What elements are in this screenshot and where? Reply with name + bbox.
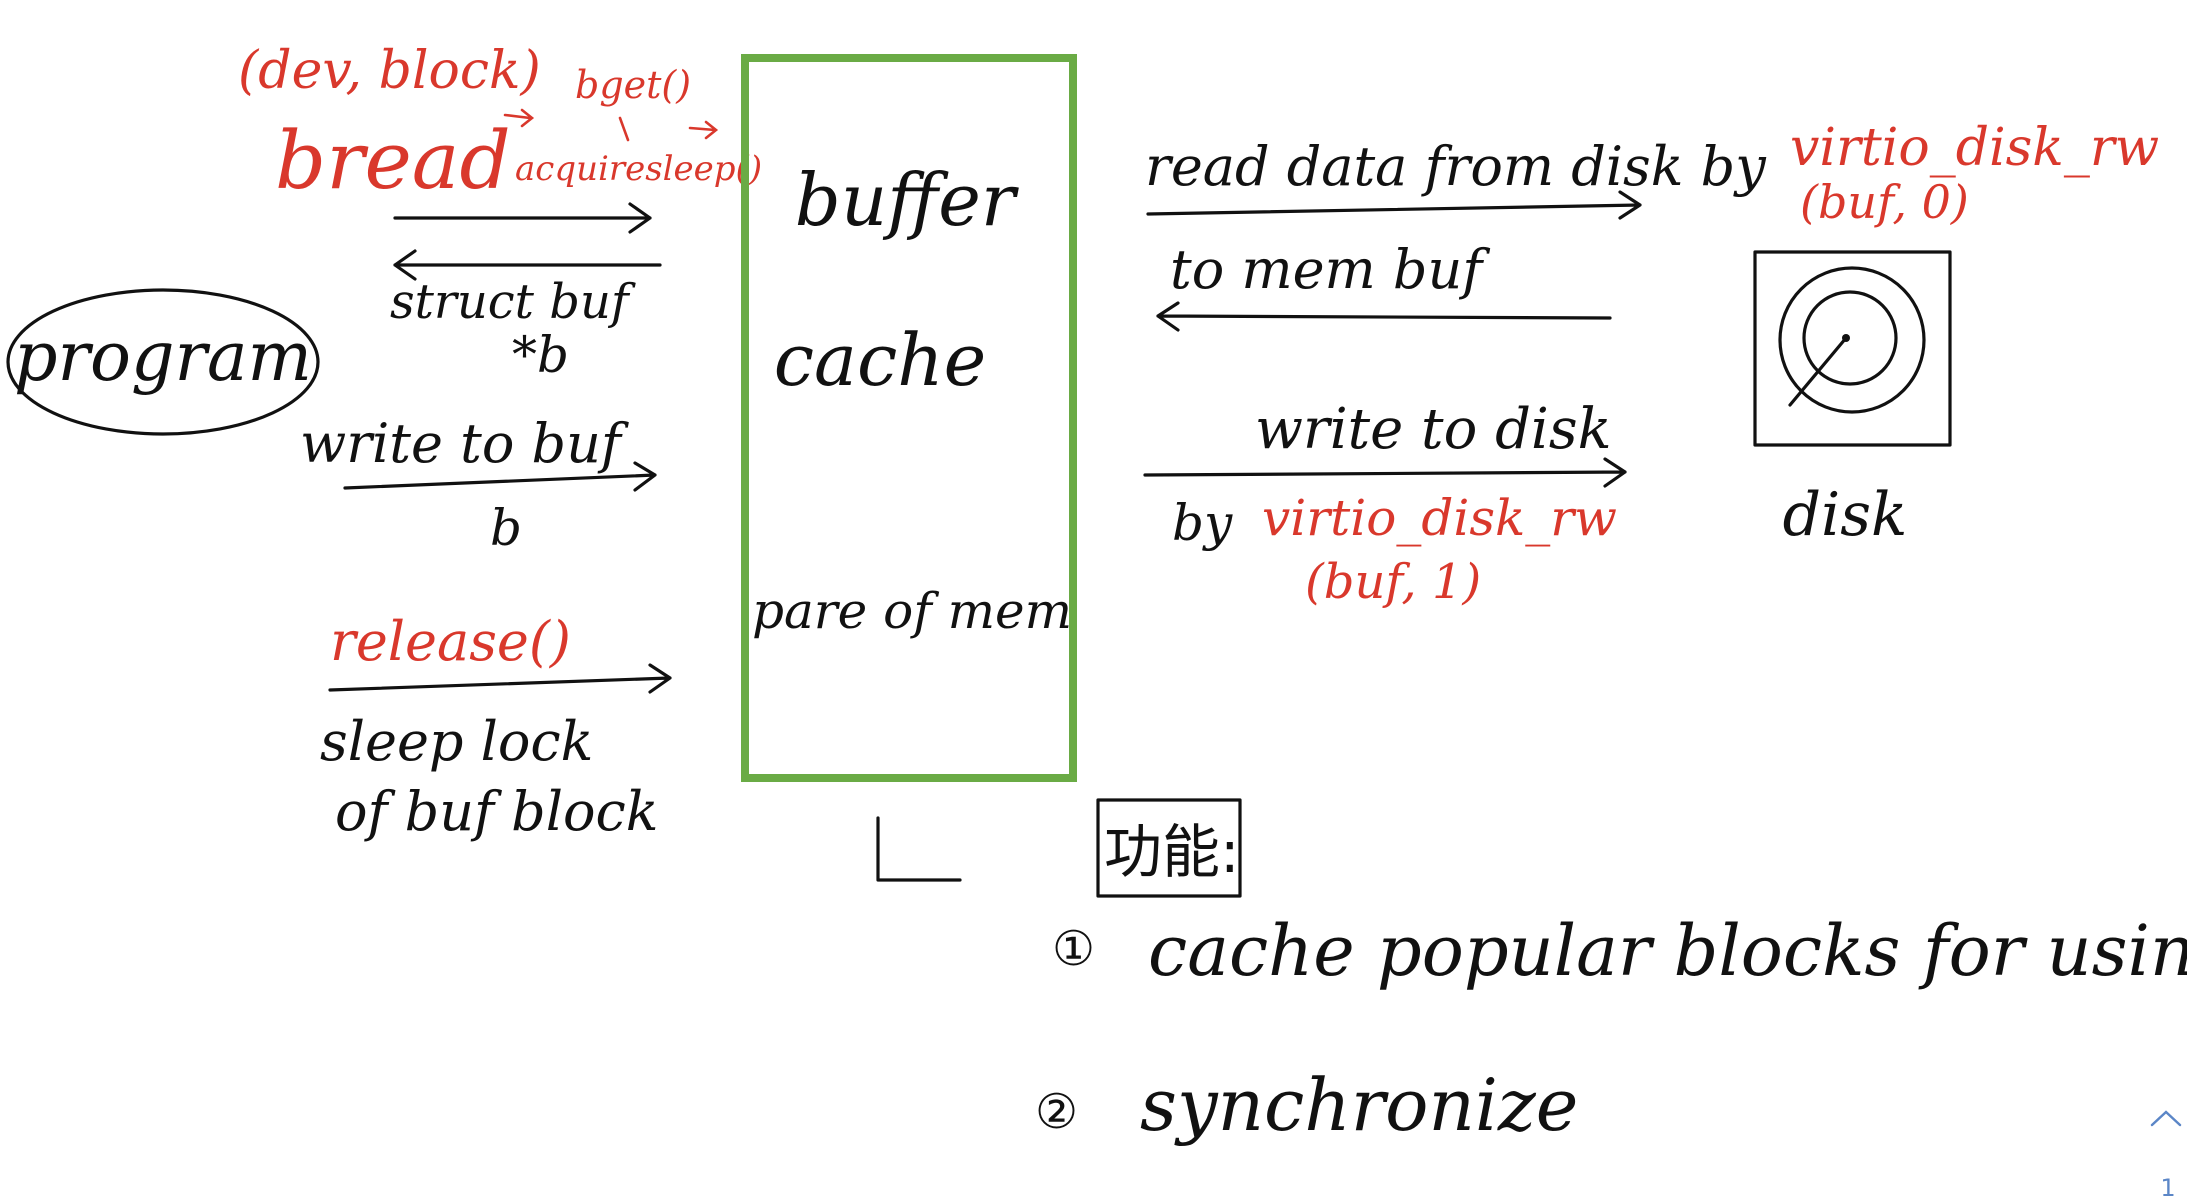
- acquire-sleep-label: acquiresleep(): [515, 149, 762, 189]
- read-disk-func: virtio_disk_rw: [1790, 118, 2159, 178]
- write-buf-var: b: [490, 499, 522, 557]
- write-to-buf-label: write to buf: [300, 412, 629, 475]
- to-mem-buf-label: to mem buf: [1170, 238, 1490, 301]
- disk-icon: [1778, 266, 1926, 414]
- bget-label: bget(): [575, 63, 691, 107]
- read-disk-args: (buf, 0): [1800, 175, 1969, 229]
- write-disk-func: virtio_disk_rw: [1262, 489, 1617, 547]
- arrow-from-bget: [688, 120, 719, 140]
- bread-args: (dev, block): [238, 41, 541, 101]
- arrow-bread-request: [393, 202, 652, 234]
- page-number: 1: [2160, 1174, 2175, 1200]
- bread-call: (dev, block) bread bget() acquiresleep(): [238, 41, 762, 207]
- arrow-write-buf: [343, 461, 657, 492]
- bread-name: bread: [275, 114, 511, 207]
- buf-block-label: of buf block: [335, 780, 658, 843]
- write-disk-by: by: [1172, 494, 1233, 552]
- item1-marker: ①: [1052, 921, 1095, 977]
- disk-node: disk: [1753, 250, 1952, 550]
- corner-mark: [876, 816, 962, 882]
- struct-buf-label: struct buf: [390, 274, 636, 330]
- sleep-lock-label: sleep lock: [320, 710, 593, 773]
- arrow-release: [328, 663, 672, 694]
- purpose-item1: cache popular blocks for using: [1148, 910, 2187, 992]
- cache-label: cache: [774, 318, 987, 402]
- item2-marker: ②: [1035, 1084, 1078, 1140]
- write-to-disk-label: write to disk: [1255, 397, 1612, 462]
- struct-buf-pointer: *b: [512, 326, 569, 384]
- program-node: program: [6, 288, 320, 436]
- part-of-mem-label: pare of mem: [752, 582, 1072, 640]
- arrow-read-disk: [1146, 190, 1642, 220]
- read-disk-label: read data from disk by: [1145, 135, 1767, 198]
- purpose-item2: synchronize: [1140, 1063, 1578, 1147]
- arrow-return-buf: [393, 249, 662, 281]
- disk-label: disk: [1783, 480, 1908, 550]
- bget-down-tick: [618, 116, 630, 142]
- arrow-to-bget: [503, 108, 535, 128]
- arrow-to-mem-buf: [1156, 301, 1612, 332]
- buffer-cache-node: buffer cache pare of mem: [741, 54, 1077, 782]
- disk-box: [1753, 250, 1952, 447]
- write-disk-args: (buf, 1): [1305, 554, 1481, 610]
- program-ellipse: [6, 288, 320, 436]
- release-label: release(): [330, 610, 571, 673]
- heading-box: [1096, 798, 1242, 898]
- buffer-label: buffer: [795, 158, 1019, 242]
- program-label: program: [14, 318, 312, 397]
- scroll-up-icon[interactable]: [2150, 1110, 2182, 1127]
- buffer-cache-box: [741, 54, 1077, 782]
- purpose-heading: 功能:: [1104, 818, 1240, 886]
- arrow-write-disk: [1143, 457, 1627, 488]
- purpose-section: 功能: ① cache popular blocks for using ② s…: [1035, 798, 2187, 1147]
